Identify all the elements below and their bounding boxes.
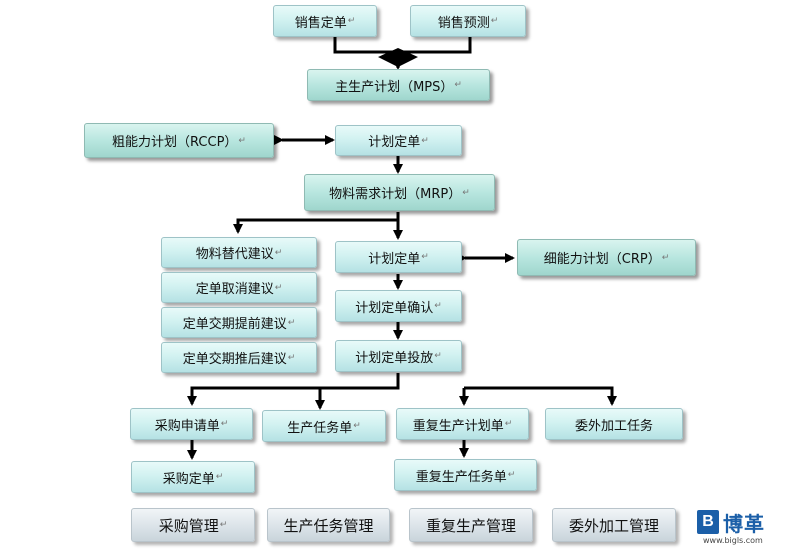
repetitive-plan-label: 重复生产计划单 <box>412 418 504 434</box>
sales-order-label: 销售定单 <box>294 15 347 31</box>
planned-order-node-2: 计划定单↵ <box>335 241 462 273</box>
cancel-order-label: 定单取消建议 <box>195 282 274 297</box>
repetitive-mgmt-label: 重复生产管理 <box>425 516 516 535</box>
material-substitute-node: 物料替代建议↵ <box>161 237 317 268</box>
purchase-requisition-node: 采购申请单↵ <box>130 408 253 440</box>
merge-diamond <box>378 48 418 67</box>
repetitive-mgmt-module: 重复生产管理 <box>409 508 533 542</box>
repetitive-task-node: 重复生产任务单↵ <box>394 459 537 491</box>
planned-order-label-1: 计划定单 <box>368 135 421 150</box>
planned-order-confirm-label: 计划定单确认 <box>355 300 434 316</box>
crp-label: 细能力计划（CRP） <box>543 252 661 267</box>
link-mrp-split <box>233 212 400 234</box>
outsourcing-mgmt-label: 委外加工管理 <box>568 516 659 535</box>
mrp-node: 物料需求计划（MRP）↵ <box>304 174 495 211</box>
outsourcing-task-label: 委外加工任务 <box>574 418 653 434</box>
sales-forecast-label: 销售预测 <box>437 15 490 31</box>
production-task-mgmt-module: 生产任务管理 <box>267 508 390 542</box>
sales-forecast-node: 销售预测↵ <box>410 5 526 37</box>
purchase-order-label: 采购定单 <box>162 471 215 487</box>
rccp-label: 粗能力计划（RCCP） <box>112 135 238 150</box>
repetitive-task-label: 重复生产任务单 <box>415 469 507 485</box>
purchase-order-node: 采购定单↵ <box>131 461 255 493</box>
link-sales-forecast-to-merge <box>398 36 472 54</box>
planned-order-node-1: 计划定单↵ <box>335 125 462 156</box>
rccp-node: 粗能力计划（RCCP）↵ <box>84 123 274 158</box>
link-bus-to-outsourcing <box>464 386 617 406</box>
reschedule-out-node: 定单交期推后建议↵ <box>161 342 317 373</box>
reschedule-in-node: 定单交期提前建议↵ <box>161 307 317 338</box>
planned-order-release-node: 计划定单投放↵ <box>335 340 462 372</box>
link-release-bus <box>187 373 400 406</box>
purchase-mgmt-label: 采购管理 <box>158 516 219 535</box>
planned-order-confirm-node: 计划定单确认↵ <box>335 290 462 322</box>
brand-url: www.bigls.com <box>703 536 763 545</box>
purchase-mgmt-module: 采购管理↵ <box>131 508 255 542</box>
mps-node: 主生产计划（MPS）↵ <box>307 69 490 101</box>
production-task-mgmt-label: 生产任务管理 <box>283 516 374 535</box>
production-task-node: 生产任务单↵ <box>262 410 386 442</box>
outsourcing-task-node: 委外加工任务 <box>545 408 683 440</box>
reschedule-in-label: 定单交期提前建议 <box>182 317 287 332</box>
outsourcing-mgmt-module: 委外加工管理 <box>552 508 676 542</box>
brand-name: 博革 <box>723 512 765 536</box>
purchase-requisition-label: 采购申请单 <box>154 418 220 434</box>
production-task-label: 生产任务单 <box>287 420 353 436</box>
repetitive-plan-node: 重复生产计划单↵ <box>396 408 529 440</box>
planned-order-label-2: 计划定单 <box>368 251 421 267</box>
mrp-label: 物料需求计划（MRP） <box>329 187 462 202</box>
brand-mark-icon: B <box>697 510 719 534</box>
reschedule-out-label: 定单交期推后建议 <box>182 352 287 367</box>
material-substitute-label: 物料替代建议 <box>195 247 274 262</box>
cancel-order-node: 定单取消建议↵ <box>161 272 317 303</box>
link-sales-order-to-merge <box>333 36 398 54</box>
crp-node: 细能力计划（CRP）↵ <box>517 239 696 276</box>
sales-order-node: 销售定单↵ <box>273 5 377 37</box>
planned-order-release-label: 计划定单投放 <box>355 350 434 366</box>
brand-logo: B 博革 www.bigls.com <box>697 508 787 546</box>
mps-label: 主生产计划（MPS） <box>335 79 454 95</box>
